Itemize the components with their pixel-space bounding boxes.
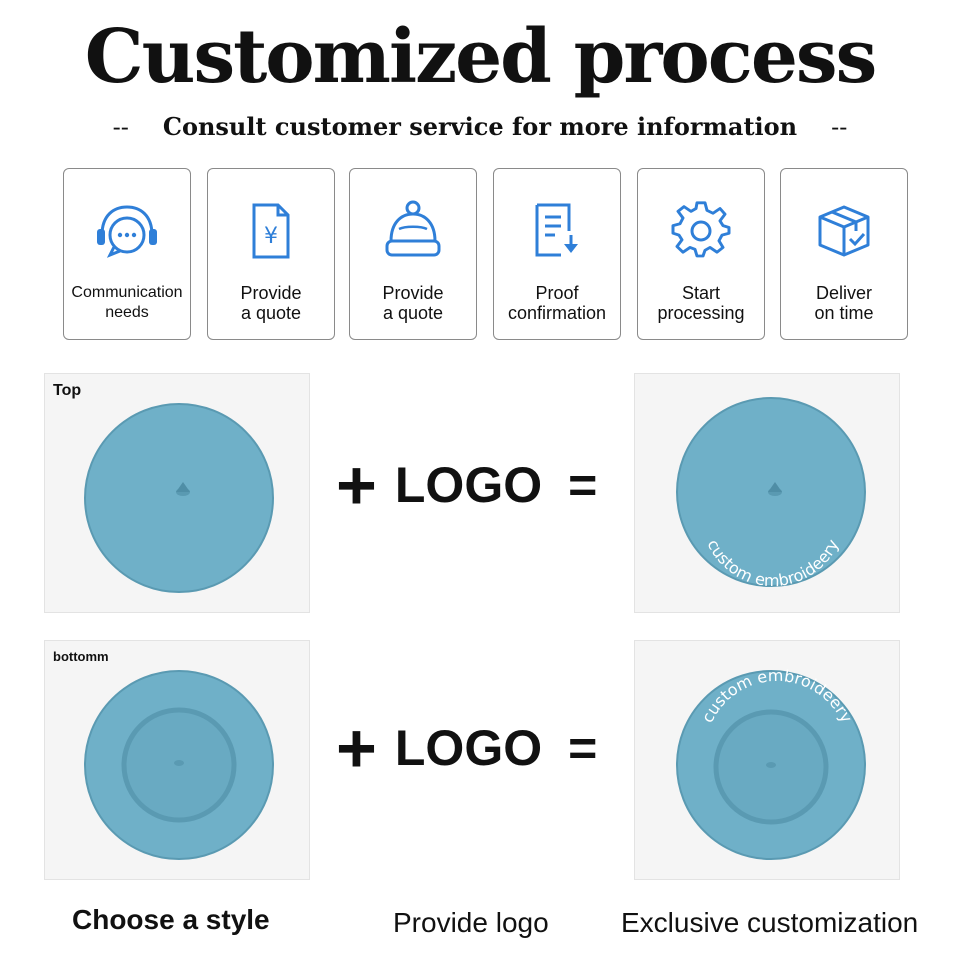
equation-bottom: + LOGO =	[336, 713, 597, 783]
bottom-style-panel: bottomm	[44, 640, 310, 880]
page-title: Customized process	[84, 14, 877, 100]
headset-chat-icon	[64, 199, 190, 263]
equals-sign: =	[568, 720, 598, 776]
dash-right: --	[831, 113, 848, 141]
svg-text:¥: ¥	[264, 224, 278, 249]
beret-top-embroidered-image: custom embroideery	[676, 397, 866, 590]
dash-left: --	[112, 113, 129, 141]
plus-sign: +	[336, 446, 377, 524]
gear-icon	[638, 199, 764, 263]
yen-document-icon: ¥	[208, 199, 334, 263]
caption-exclusive: Exclusive customization	[621, 907, 919, 938]
equals-sign: =	[568, 457, 598, 513]
equation-top: + LOGO =	[336, 450, 597, 520]
top-custom-panel: custom embroideery	[634, 373, 900, 613]
caption-choose-style: Choose a style	[72, 904, 270, 935]
logo-text: LOGO	[394, 457, 543, 513]
beret-top-image	[84, 403, 274, 593]
plus-sign: +	[336, 709, 377, 787]
page-subtitle: -- Consult customer service for more info…	[0, 112, 960, 141]
document-download-icon	[494, 199, 620, 263]
top-style-panel: Top	[44, 373, 310, 613]
bottom-label: bottomm	[53, 649, 109, 664]
logo-text: LOGO	[394, 720, 543, 776]
beret-bottom-image	[84, 670, 274, 860]
caption-provide-logo: Provide logo	[393, 907, 549, 938]
bottom-custom-panel: custom embroideery	[634, 640, 900, 880]
top-label: Top	[53, 382, 82, 399]
package-check-icon	[781, 199, 907, 263]
beret-bottom-embroidered-image: custom embroideery	[676, 666, 866, 860]
beanie-hat-icon	[350, 199, 476, 263]
subtitle-text: Consult customer service for more inform…	[162, 112, 798, 141]
